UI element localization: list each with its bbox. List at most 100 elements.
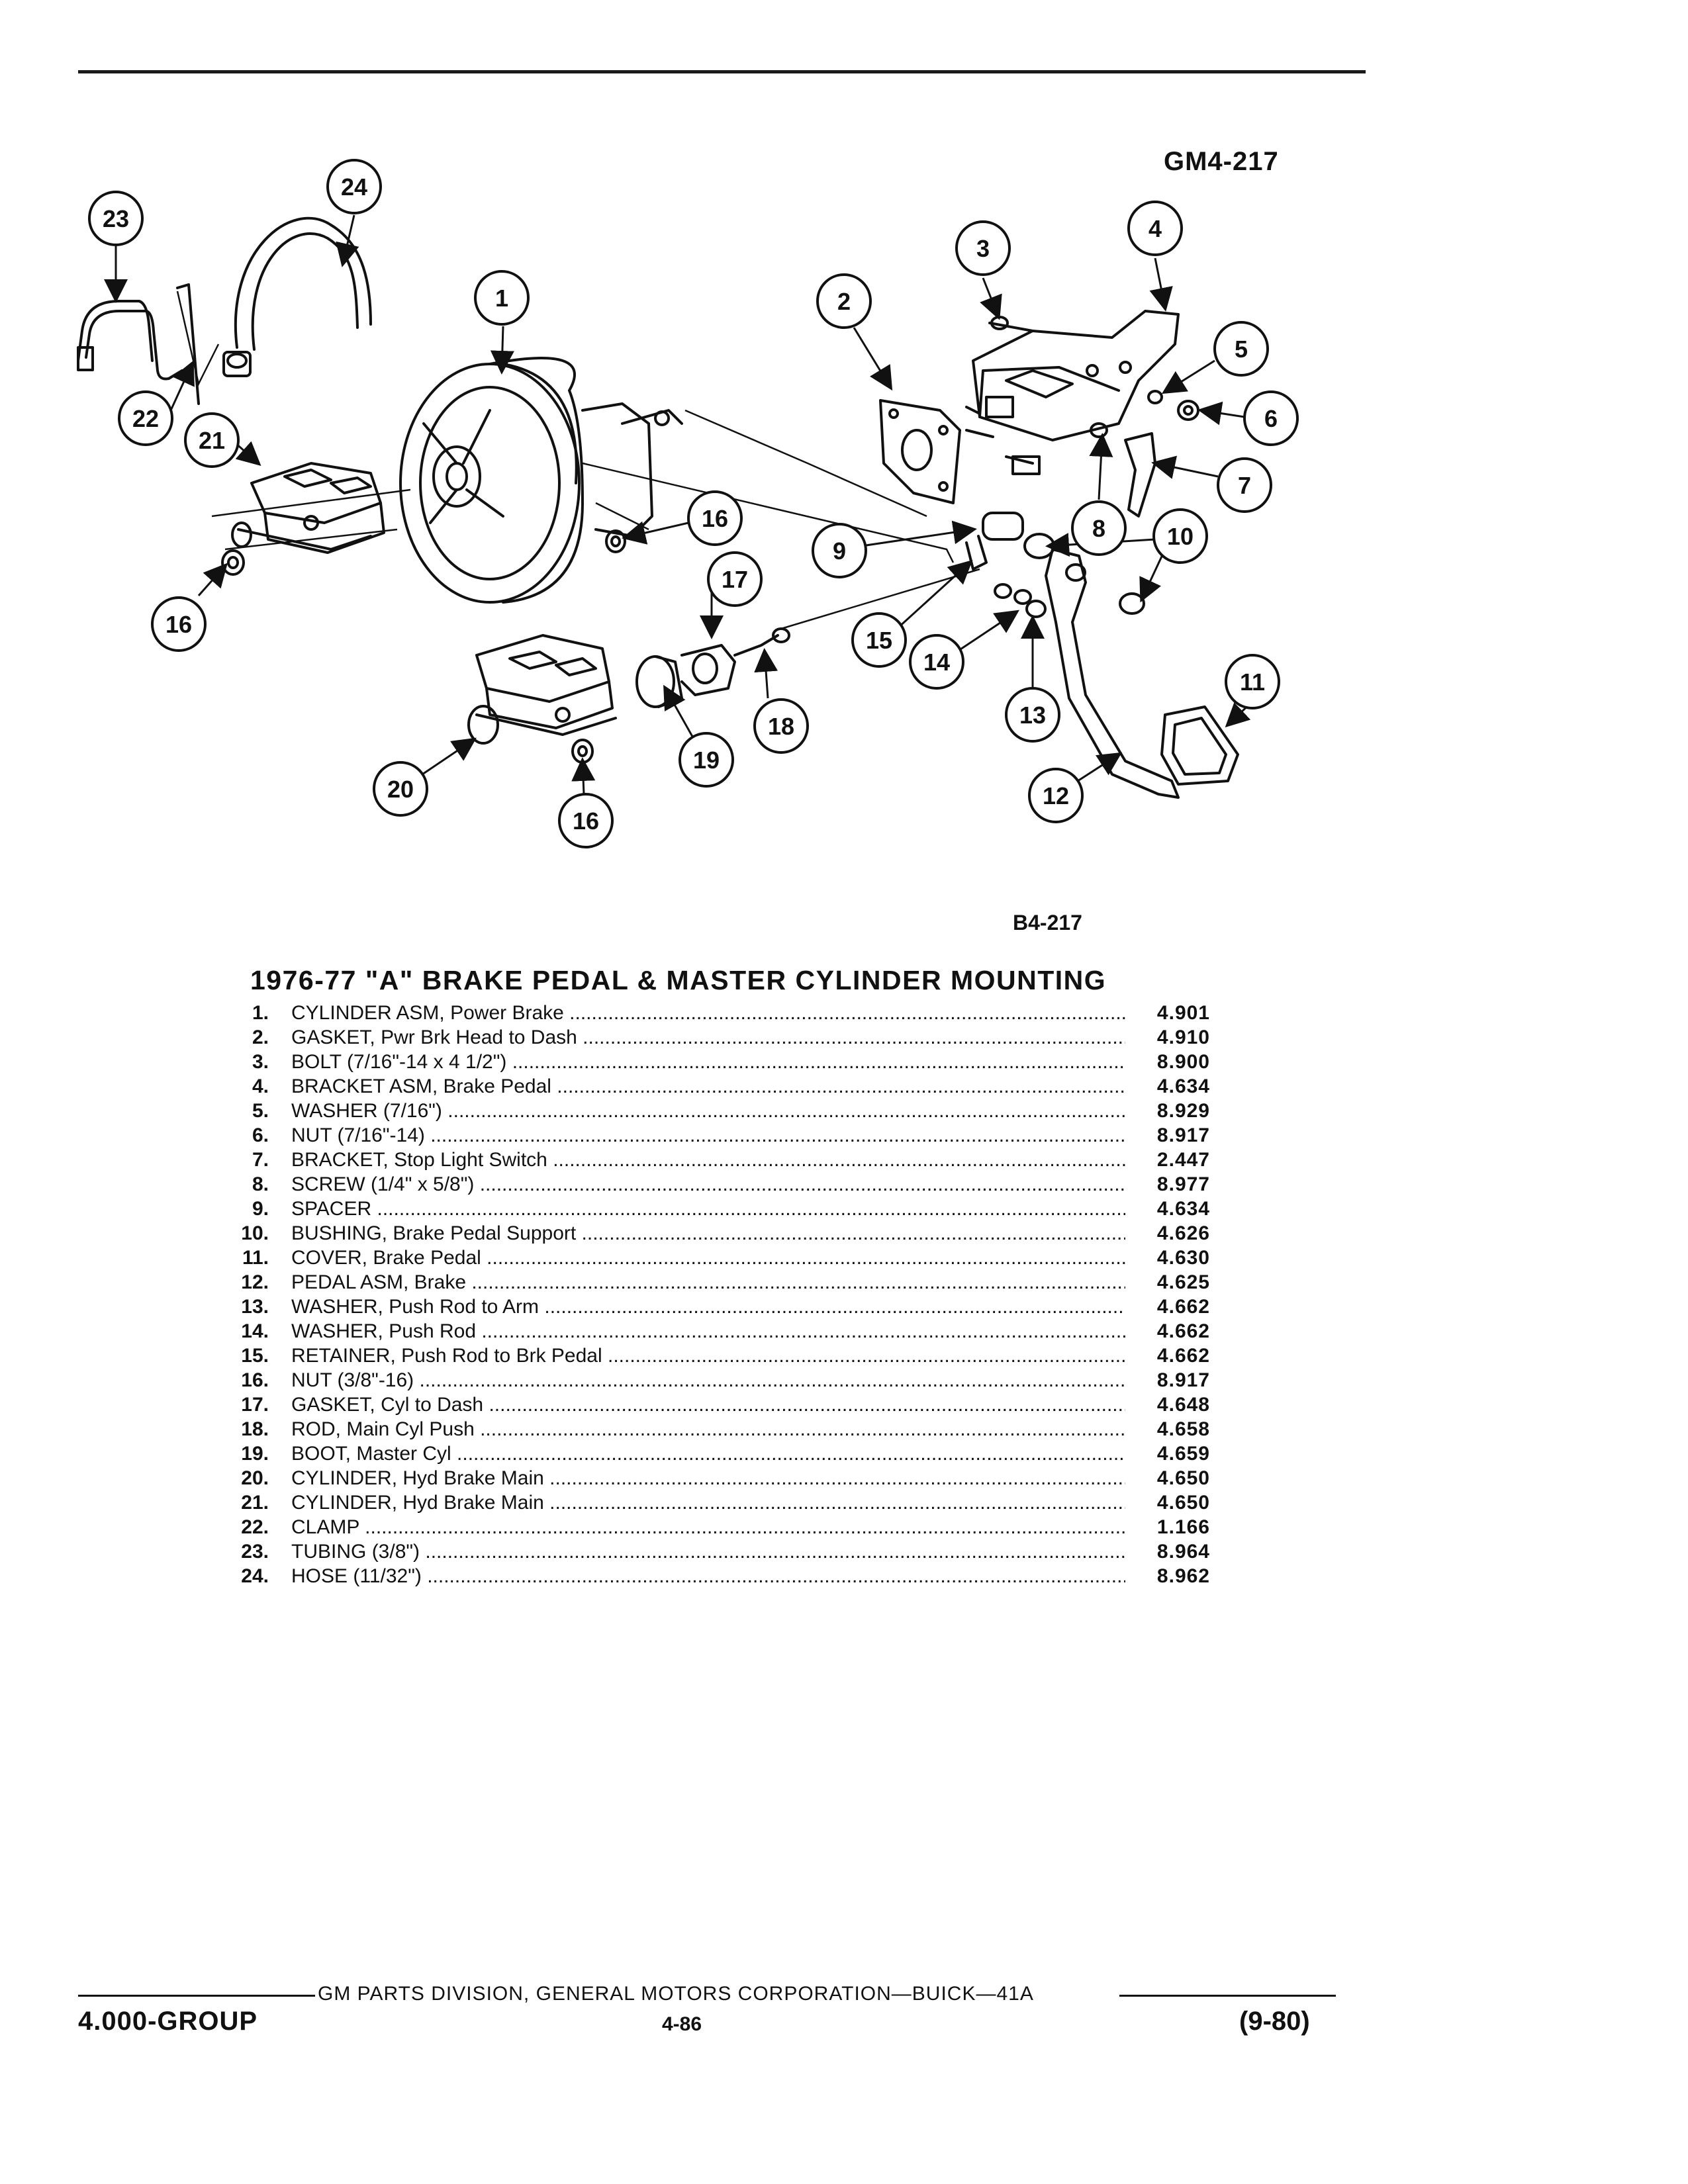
part-description: BRACKET ASM, Brake Pedal ...............… (291, 1074, 1125, 1099)
svg-text:1: 1 (495, 285, 508, 312)
svg-text:9: 9 (833, 537, 846, 565)
group-number: 8.900 (1156, 1051, 1210, 1073)
tubing-part (77, 283, 220, 405)
part-description: CYLINDER, Hyd Brake Main ...............… (291, 1466, 1125, 1490)
dot-leader: ........................................… (581, 1222, 1125, 1244)
callout-5: 5 (1213, 321, 1269, 377)
group-number: 4.901 (1156, 1002, 1210, 1024)
dot-leader: ........................................… (607, 1345, 1125, 1367)
callout-16-a: 16 (151, 596, 207, 652)
callout-15: 15 (851, 612, 907, 668)
parts-row: 20.CYLINDER, Hyd Brake Main ............… (218, 1466, 1211, 1490)
parts-row: 13. WASHER, Push Rod to Arm .............… (218, 1295, 1211, 1319)
part-name: NUT (291, 1124, 332, 1146)
part-name: ROD, (291, 1418, 341, 1440)
part-number: 8. (252, 1173, 269, 1195)
svg-text:17: 17 (722, 566, 748, 593)
part-number: 3. (252, 1051, 269, 1073)
part-detail: (1/4" x 5/8") (371, 1173, 475, 1195)
group-number: 4.626 (1156, 1222, 1210, 1244)
svg-text:13: 13 (1019, 702, 1046, 729)
part-number: 19. (241, 1443, 269, 1465)
part-name: BRACKET ASM, (291, 1075, 438, 1097)
dot-leader: ........................................… (544, 1296, 1125, 1318)
parts-row: 16.NUT (3/8"-16) .......................… (218, 1368, 1211, 1392)
parts-row: 14.WASHER, Push Rod ....................… (218, 1319, 1211, 1343)
callout-10: 10 (1152, 508, 1208, 564)
part-description: ROD, Main Cyl Push .....................… (291, 1417, 1125, 1441)
callout-8: 8 (1071, 500, 1127, 556)
parts-list: 1.CYLINDER ASM, Power Brake ............… (218, 1001, 1211, 1588)
part-detail: Brake Pedal (373, 1247, 481, 1269)
callout-19: 19 (679, 732, 734, 788)
group-number: 8.929 (1156, 1100, 1210, 1122)
parts-row: 10.BUSHING, Brake Pedal Support ........… (218, 1221, 1211, 1246)
part-description: NUT (3/8"-16) ..........................… (291, 1368, 1125, 1392)
svg-text:6: 6 (1264, 405, 1278, 432)
part-detail: (11/32") (353, 1565, 422, 1587)
group-number: 4.634 (1156, 1198, 1210, 1220)
part-number: 9. (252, 1198, 269, 1220)
part-name: PEDAL ASM, (291, 1271, 409, 1293)
footer-division: GM PARTS DIVISION, GENERAL MOTORS CORPOR… (318, 1983, 1034, 2005)
parts-row: 24.HOSE (11/32") .......................… (218, 1564, 1211, 1588)
callout-14: 14 (909, 634, 964, 690)
parts-row: 2.GASKET, Pwr Brk Head to Dash .........… (218, 1025, 1211, 1050)
callout-16-b: 16 (687, 490, 743, 546)
callout-16-c: 16 (558, 793, 614, 848)
svg-text:15: 15 (866, 627, 892, 654)
dot-leader: ........................................… (512, 1051, 1125, 1073)
part-name: COVER, (291, 1247, 368, 1269)
parts-row: 21.CYLINDER, Hyd Brake Main ............… (218, 1490, 1211, 1515)
part-number: 13. (241, 1296, 269, 1318)
part-name: CYLINDER, (291, 1467, 398, 1489)
group-number: 8.917 (1156, 1124, 1210, 1146)
part-number: 23. (241, 1541, 269, 1563)
part-description: HOSE (11/32") ..........................… (291, 1564, 1125, 1588)
callout-12: 12 (1028, 768, 1084, 823)
part-detail: Master Cyl (356, 1443, 451, 1465)
dot-leader: ........................................… (480, 1418, 1125, 1440)
brake-pedal-part (1045, 548, 1239, 799)
part-description: COVER, Brake Pedal .....................… (291, 1246, 1125, 1270)
part-name: TUBING (291, 1541, 367, 1563)
part-detail: Brake (414, 1271, 467, 1293)
part-detail: Push Rod to Arm (389, 1296, 539, 1318)
part-description: CLAMP ..................................… (291, 1515, 1125, 1539)
group-number: 4.630 (1156, 1247, 1210, 1269)
part-name: GASKET, (291, 1026, 375, 1048)
parts-row: 23.TUBING (3/8") .......................… (218, 1539, 1211, 1564)
callout-4: 4 (1127, 201, 1183, 256)
group-number: 8.964 (1156, 1541, 1210, 1563)
part-name: BUSHING, (291, 1222, 388, 1244)
part-description: BOOT, Master Cyl .......................… (291, 1441, 1125, 1466)
callout-20: 20 (373, 761, 428, 817)
svg-text:18: 18 (768, 713, 794, 740)
part-description: NUT (7/16"-14) .........................… (291, 1123, 1125, 1148)
group-number: 1.166 (1156, 1516, 1210, 1538)
parts-row: 6.NUT (7/16"-14) .......................… (218, 1123, 1211, 1148)
figure-reference: B4-217 (1013, 911, 1082, 934)
gasket-plate-part (879, 399, 961, 504)
leader-arrows (104, 214, 1254, 795)
dot-leader: ........................................… (427, 1565, 1125, 1587)
parts-row: 19. BOOT, Master Cyl ....................… (218, 1441, 1211, 1466)
group-number: 2.447 (1156, 1149, 1210, 1171)
part-description: GASKET, Pwr Brk Head to Dash ...........… (291, 1025, 1125, 1050)
dot-leader: ........................................… (479, 1173, 1125, 1195)
part-description: CYLINDER, Hyd Brake Main ...............… (291, 1490, 1125, 1515)
parts-row: 22.CLAMP ...............................… (218, 1515, 1211, 1539)
parts-row: 12.PEDAL ASM, Brake ....................… (218, 1270, 1211, 1295)
figure-code: GM4-217 (1164, 147, 1279, 176)
part-name: CYLINDER, (291, 1492, 398, 1514)
bracket-assembly-part (965, 310, 1180, 475)
part-name: WASHER, (291, 1296, 383, 1318)
callout-7: 7 (1217, 457, 1272, 513)
part-number: 1. (252, 1002, 269, 1024)
part-description: BUSHING, Brake Pedal Support ...........… (291, 1221, 1125, 1246)
dot-leader: ........................................… (447, 1100, 1125, 1122)
part-number: 14. (241, 1320, 269, 1342)
part-detail: Pwr Brk Head to Dash (381, 1026, 577, 1048)
svg-text:4: 4 (1149, 215, 1162, 242)
part-name: WASHER (291, 1100, 378, 1122)
